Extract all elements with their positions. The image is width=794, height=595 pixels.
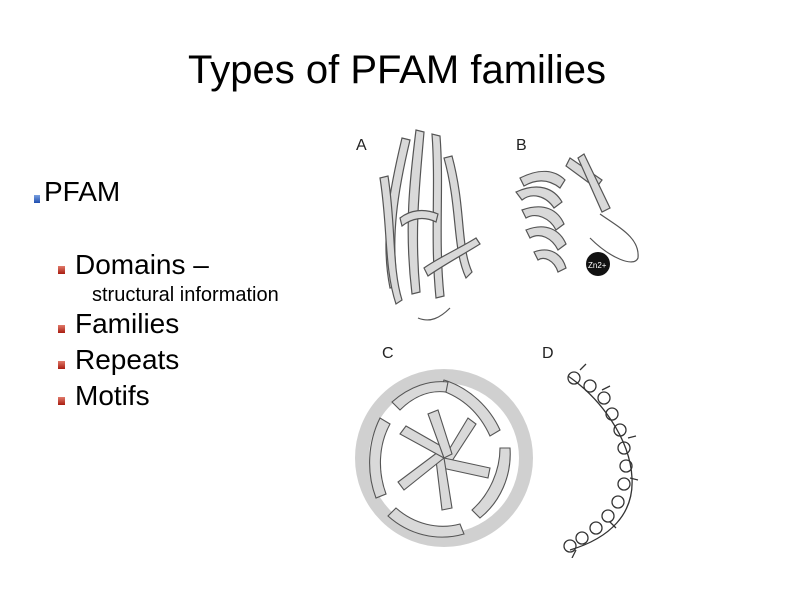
bullet-domains: Domains –	[58, 249, 209, 281]
bullet-pfam-label: PFAM	[44, 176, 121, 207]
panel-b-structure	[515, 153, 639, 273]
panel-a-letter: A	[356, 137, 367, 154]
protein-structure-figure: A Zn2+ B C	[355, 129, 639, 558]
bullet-families: Families	[58, 308, 179, 340]
bullet-square-icon	[58, 266, 65, 274]
bullet-square-icon	[34, 195, 40, 203]
bullet-families-label: Families	[75, 308, 180, 339]
bullet-repeats-label: Repeats	[75, 344, 180, 375]
bullet-square-icon	[58, 325, 65, 333]
domain-note: structural information	[92, 284, 279, 306]
panel-c-structure	[355, 369, 533, 547]
slide-title: Types of PFAM families	[188, 48, 606, 92]
bullet-domains-label: Domains –	[75, 249, 209, 280]
zinc-ion-label: Zn2+	[588, 261, 607, 270]
bullet-motifs: Motifs	[58, 380, 150, 412]
panel-a-structure	[379, 129, 481, 321]
panel-d-structure	[563, 363, 639, 558]
bullet-pfam: PFAM	[34, 176, 120, 208]
panel-c-letter: C	[382, 345, 394, 362]
panel-d-letter: D	[542, 345, 554, 362]
bullet-square-icon	[58, 397, 65, 405]
panel-b-letter: B	[516, 137, 527, 154]
zinc-ion	[586, 252, 610, 276]
bullet-square-icon	[58, 361, 65, 369]
bullet-repeats: Repeats	[58, 344, 179, 376]
bullet-motifs-label: Motifs	[75, 380, 150, 411]
